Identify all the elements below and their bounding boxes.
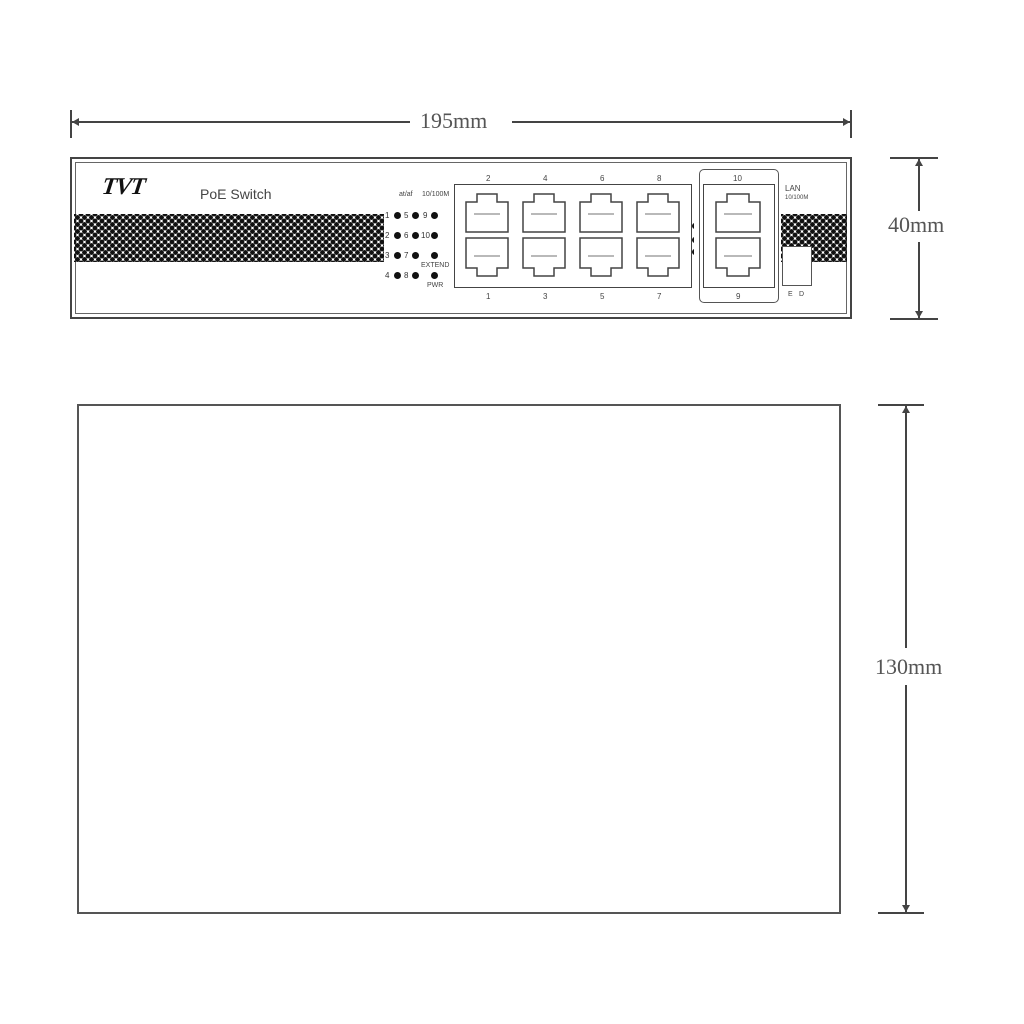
port-label-2: 2 bbox=[486, 174, 491, 183]
port-label-8: 8 bbox=[657, 174, 662, 183]
uplink-ports bbox=[715, 193, 761, 277]
height-dim-line-bottom bbox=[918, 242, 920, 318]
port-label-4: 4 bbox=[543, 174, 548, 183]
led-4 bbox=[394, 272, 401, 279]
port-label-7: 7 bbox=[657, 292, 662, 301]
port-label-3: 3 bbox=[543, 292, 548, 301]
led-label-7: 7 bbox=[404, 251, 409, 260]
led-label-2: 2 bbox=[385, 231, 390, 240]
port-8-icon bbox=[636, 193, 680, 233]
port-10-icon bbox=[715, 193, 761, 233]
depth-ext-top bbox=[878, 404, 924, 406]
height-label: 40mm bbox=[888, 212, 945, 238]
width-label: 195mm bbox=[420, 108, 488, 134]
led-2 bbox=[394, 232, 401, 239]
arrow-down-icon bbox=[915, 311, 923, 318]
height-ext-bottom bbox=[890, 318, 938, 320]
led-7 bbox=[412, 252, 419, 259]
rj45-ports bbox=[465, 193, 694, 277]
depth-dim-line-top bbox=[905, 406, 907, 648]
width-dim-line-right bbox=[512, 121, 850, 123]
lan-speed-label: 10/100M bbox=[785, 195, 809, 201]
port-7-icon bbox=[636, 237, 680, 277]
port-6-icon bbox=[579, 193, 623, 233]
brand-logo: TVT bbox=[100, 174, 147, 200]
port-block bbox=[454, 184, 692, 288]
extend-label: EXTEND bbox=[421, 262, 450, 269]
uplink-frame-inner bbox=[703, 184, 775, 288]
switch-label-e: E bbox=[788, 291, 793, 298]
led-8 bbox=[412, 272, 419, 279]
led-label-10: 10 bbox=[421, 231, 430, 240]
width-ext-right bbox=[850, 110, 852, 138]
extend-switch bbox=[782, 246, 812, 286]
led-label-4: 4 bbox=[385, 271, 390, 280]
height-dim-line-top bbox=[918, 159, 920, 211]
led-9 bbox=[431, 212, 438, 219]
lan-label: LAN bbox=[785, 184, 801, 193]
vent-left-offset bbox=[74, 214, 384, 262]
port-label-5: 5 bbox=[600, 292, 605, 301]
led-3 bbox=[394, 252, 401, 259]
port-label-1: 1 bbox=[486, 292, 491, 301]
led-6 bbox=[412, 232, 419, 239]
arrow-right-icon bbox=[843, 118, 850, 126]
led-label-8: 8 bbox=[404, 271, 409, 280]
arrow-up-icon-depth bbox=[902, 406, 910, 413]
port-2-icon bbox=[465, 193, 509, 233]
port-3-icon bbox=[522, 237, 566, 277]
width-ext-left bbox=[70, 110, 72, 138]
led-label-1: 1 bbox=[385, 211, 390, 220]
height-ext-top bbox=[890, 157, 938, 159]
led-pwr bbox=[431, 272, 438, 279]
led-10 bbox=[431, 232, 438, 239]
led-5 bbox=[412, 212, 419, 219]
switch-label-d: D bbox=[799, 291, 805, 298]
port-label-10: 10 bbox=[733, 174, 742, 183]
port-1-icon bbox=[465, 237, 509, 277]
led-1 bbox=[394, 212, 401, 219]
port-9-icon bbox=[715, 237, 761, 277]
width-dim-line-left bbox=[72, 121, 410, 123]
depth-ext-bottom bbox=[878, 912, 924, 914]
arrow-left-icon bbox=[72, 118, 79, 126]
led-label-5: 5 bbox=[404, 211, 409, 220]
led-extend bbox=[431, 252, 438, 259]
led-label-3: 3 bbox=[385, 251, 390, 260]
uplink-frame-outer bbox=[699, 169, 779, 303]
port-label-6: 6 bbox=[600, 174, 605, 183]
led-label-9: 9 bbox=[423, 211, 428, 220]
top-view bbox=[77, 404, 841, 914]
port-4-icon bbox=[522, 193, 566, 233]
port-label-9: 9 bbox=[736, 292, 741, 301]
depth-dim-line-bottom bbox=[905, 685, 907, 912]
product-name: PoE Switch bbox=[200, 186, 272, 202]
arrow-up-icon bbox=[915, 159, 923, 166]
depth-label: 130mm bbox=[875, 654, 943, 680]
led-header-speed: 10/100M bbox=[422, 191, 450, 198]
led-label-6: 6 bbox=[404, 231, 409, 240]
pwr-label: PWR bbox=[427, 282, 444, 289]
led-header-poe: at/af bbox=[399, 191, 413, 198]
port-5-icon bbox=[579, 237, 623, 277]
arrow-down-icon-depth bbox=[902, 905, 910, 912]
